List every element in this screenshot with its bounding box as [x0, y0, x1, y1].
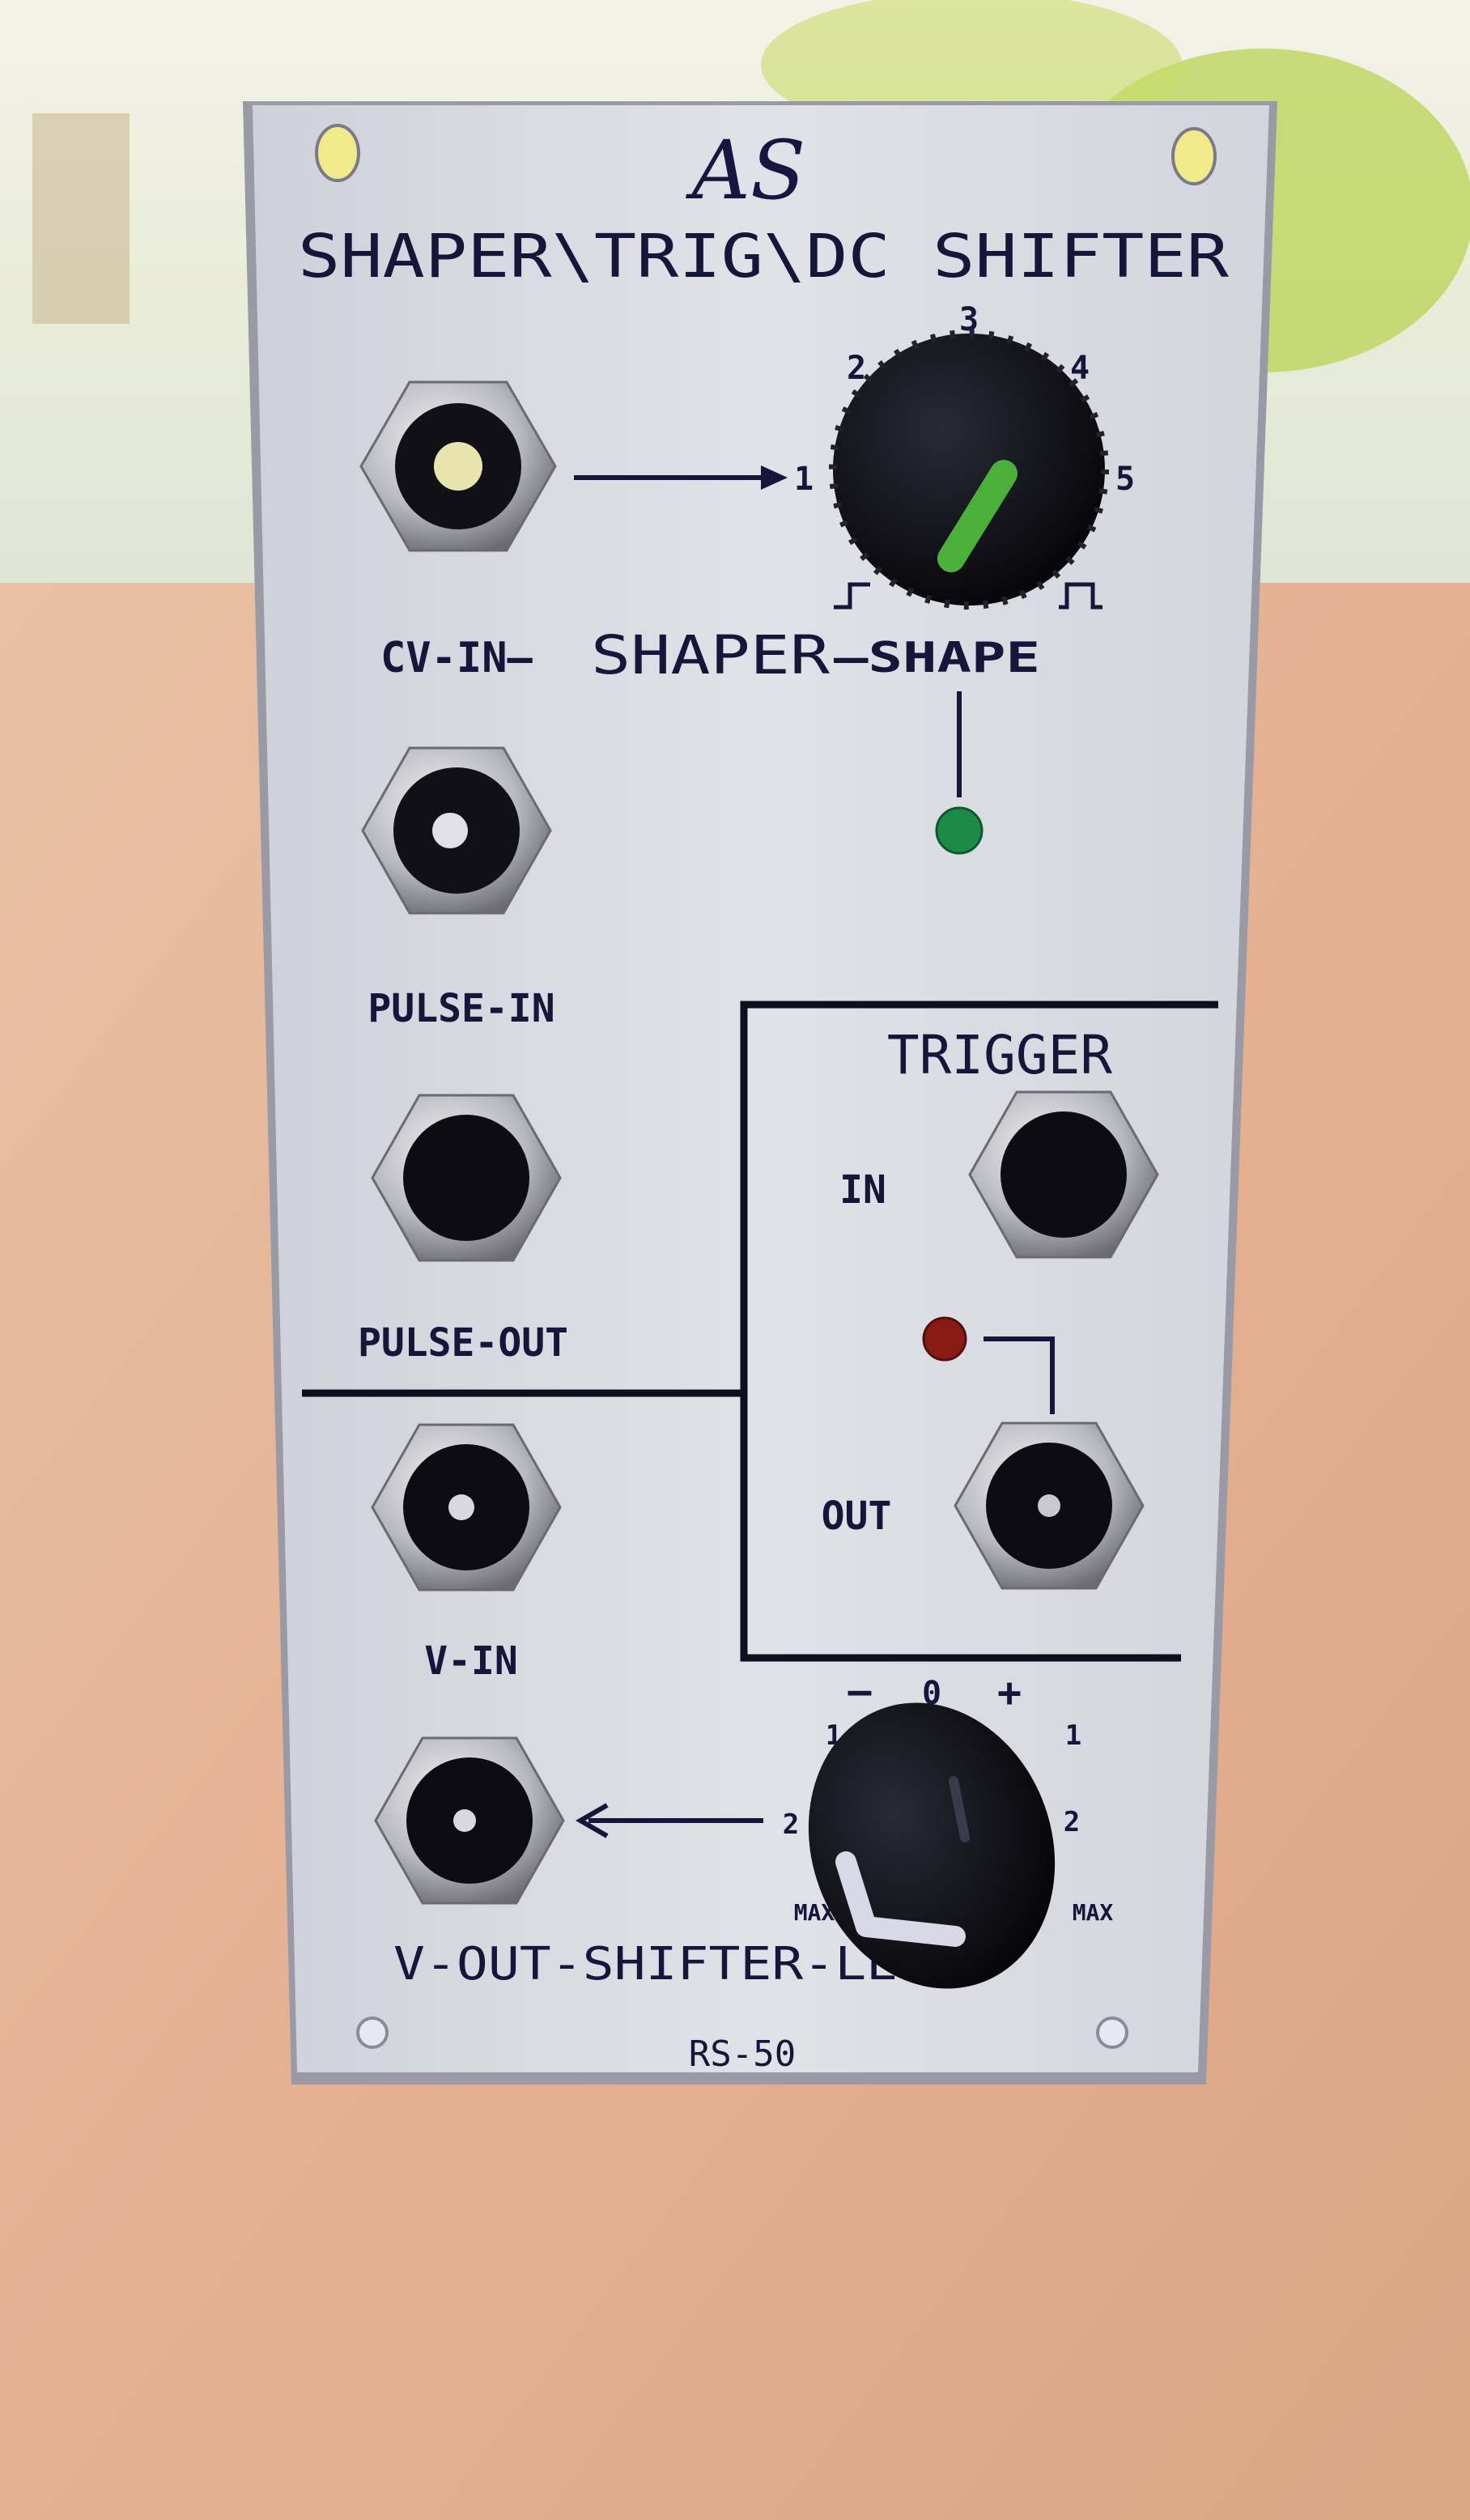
shifter-scale-right-2: 2: [1064, 1806, 1080, 1838]
mounting-hole: [356, 2016, 389, 2049]
trigger-in-jack[interactable]: [968, 1090, 1159, 1259]
pulse-out-jack[interactable]: [371, 1094, 562, 1262]
knob-pointer: [835, 1851, 966, 1947]
model-number: RS-50: [689, 2033, 796, 2075]
shape-scale-2: 2: [847, 350, 866, 387]
shifter-scale-left-2: 2: [783, 1808, 799, 1841]
brand-logo: AS: [686, 123, 806, 218]
mounting-hole: [1171, 127, 1217, 185]
shifter-scale-right-1: 1: [1065, 1719, 1081, 1752]
narrow-pulse-icon: [834, 582, 870, 610]
led-connector-line: [984, 1336, 1055, 1414]
module-title: SHAPER\TRIG\DC SHIFTER: [298, 222, 1230, 291]
cv-in-jack[interactable]: [359, 380, 557, 552]
cv-in-label: CV-IN–: [380, 634, 533, 682]
trigger-out-label: OUT: [822, 1494, 892, 1539]
v-in-label: V-IN: [424, 1638, 518, 1684]
shaper-label: SHAPER: [591, 624, 830, 686]
shape-scale-1: 1: [794, 461, 814, 498]
knob-pointer: [937, 460, 1018, 572]
pulse-in-jack[interactable]: [361, 746, 552, 915]
trigger-title: TRIGGER: [887, 1024, 1112, 1086]
trigger-led: [922, 1316, 967, 1362]
shifter-scale-minus: –: [848, 1668, 872, 1714]
wide-pulse-icon: [1059, 582, 1102, 610]
shape-knob[interactable]: [829, 329, 1109, 610]
trigger-in-label: IN: [839, 1167, 886, 1213]
shaper-led: [935, 806, 984, 855]
shape-scale-3: 3: [959, 301, 979, 338]
shape-label: –SHAPE: [834, 634, 1040, 682]
mounting-hole: [315, 124, 360, 182]
shifter-scale-right-max: MAX: [1073, 1899, 1114, 1926]
mounting-hole: [1096, 2016, 1128, 2049]
shifter-scale-plus: +: [997, 1669, 1022, 1716]
arrow-head-icon: [575, 1803, 609, 1838]
blurred-object: [32, 113, 130, 324]
trigger-section-border: [740, 1001, 1218, 1662]
shape-scale-5: 5: [1115, 461, 1135, 498]
shifter-level-knob[interactable]: [769, 1668, 1094, 2024]
v-in-jack[interactable]: [371, 1423, 562, 1591]
v-out-jack[interactable]: [374, 1736, 565, 1905]
pulse-out-label: PULSE-OUT: [358, 1320, 568, 1366]
arrow-head-icon: [761, 465, 788, 490]
pulse-in-label: PULSE-IN: [368, 986, 554, 1031]
trigger-out-jack[interactable]: [954, 1421, 1145, 1590]
